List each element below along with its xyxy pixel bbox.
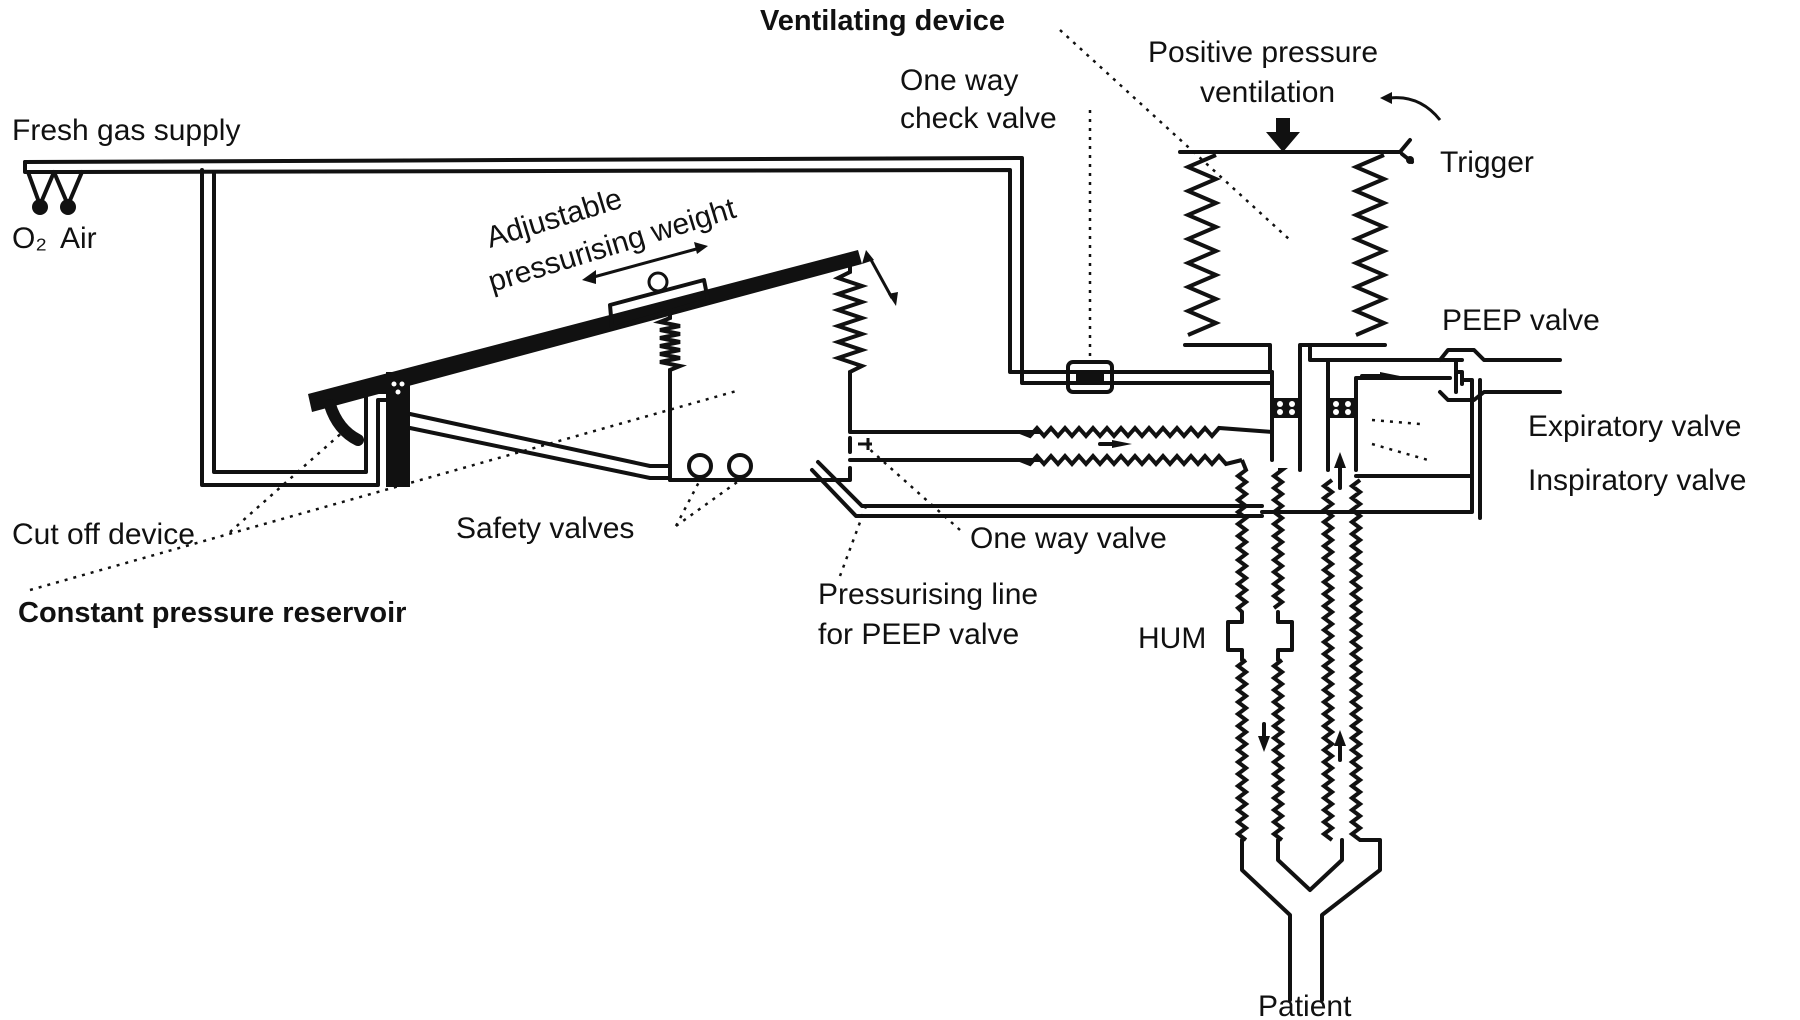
label-pressurising-line: Pressurising line xyxy=(818,578,1038,611)
positive-pressure-arrow-icon xyxy=(1266,118,1300,152)
lower-hose-2 xyxy=(1270,658,1286,842)
reservoir-spring xyxy=(653,306,687,458)
inspiratory-hose xyxy=(1019,424,1273,468)
fresh-gas-supply-pipe xyxy=(23,156,1274,487)
safety-valves-icon xyxy=(687,453,753,479)
label-check-valve: check valve xyxy=(900,102,1057,135)
reservoir-tube xyxy=(408,412,852,482)
ventilating-device-bellows xyxy=(1178,138,1414,374)
trigger-arrow-icon xyxy=(1380,92,1442,121)
label-constant-pressure-reservoir: Constant pressure reservoir xyxy=(18,597,406,629)
label-ventilation: ventilation xyxy=(1200,76,1335,109)
patient-wye xyxy=(1240,838,1382,1002)
label-positive-pressure: Positive pressure xyxy=(1148,36,1378,69)
check-valve-icon xyxy=(1066,360,1114,394)
label-air: Air xyxy=(60,222,97,255)
valve-block xyxy=(1270,343,1464,472)
gas-inlets-icon xyxy=(26,170,84,215)
label-one-way: One way xyxy=(900,64,1018,97)
label-one-way-valve: One way valve xyxy=(970,522,1167,555)
label-o2: O₂ xyxy=(12,222,47,255)
label-for-peep-valve: for PEEP valve xyxy=(818,618,1019,651)
label-safety-valves: Safety valves xyxy=(456,512,634,545)
label-cut-off-device: Cut off device xyxy=(12,518,195,551)
pressurising-line xyxy=(810,430,1264,518)
humidifier-icon xyxy=(1226,610,1294,662)
adjustable-weight xyxy=(582,242,710,330)
lower-hose-1 xyxy=(1234,658,1250,842)
pressurising-lever xyxy=(308,250,862,487)
peep-pressure-spring xyxy=(831,250,898,432)
label-peep-valve: PEEP valve xyxy=(1442,304,1600,337)
leader-lines xyxy=(29,29,1291,592)
label-inspiratory-valve: Inspiratory valve xyxy=(1528,464,1746,497)
label-ventilating-device: Ventilating device xyxy=(760,5,1005,37)
label-trigger: Trigger xyxy=(1440,146,1534,179)
label-patient: Patient xyxy=(1258,990,1352,1020)
label-fresh-gas-supply: Fresh gas supply xyxy=(12,114,240,147)
label-hum: HUM xyxy=(1138,622,1206,655)
peep-valve-icon xyxy=(1260,348,1562,520)
patient-hoses xyxy=(1234,452,1380,842)
label-expiratory-valve: Expiratory valve xyxy=(1528,410,1741,443)
